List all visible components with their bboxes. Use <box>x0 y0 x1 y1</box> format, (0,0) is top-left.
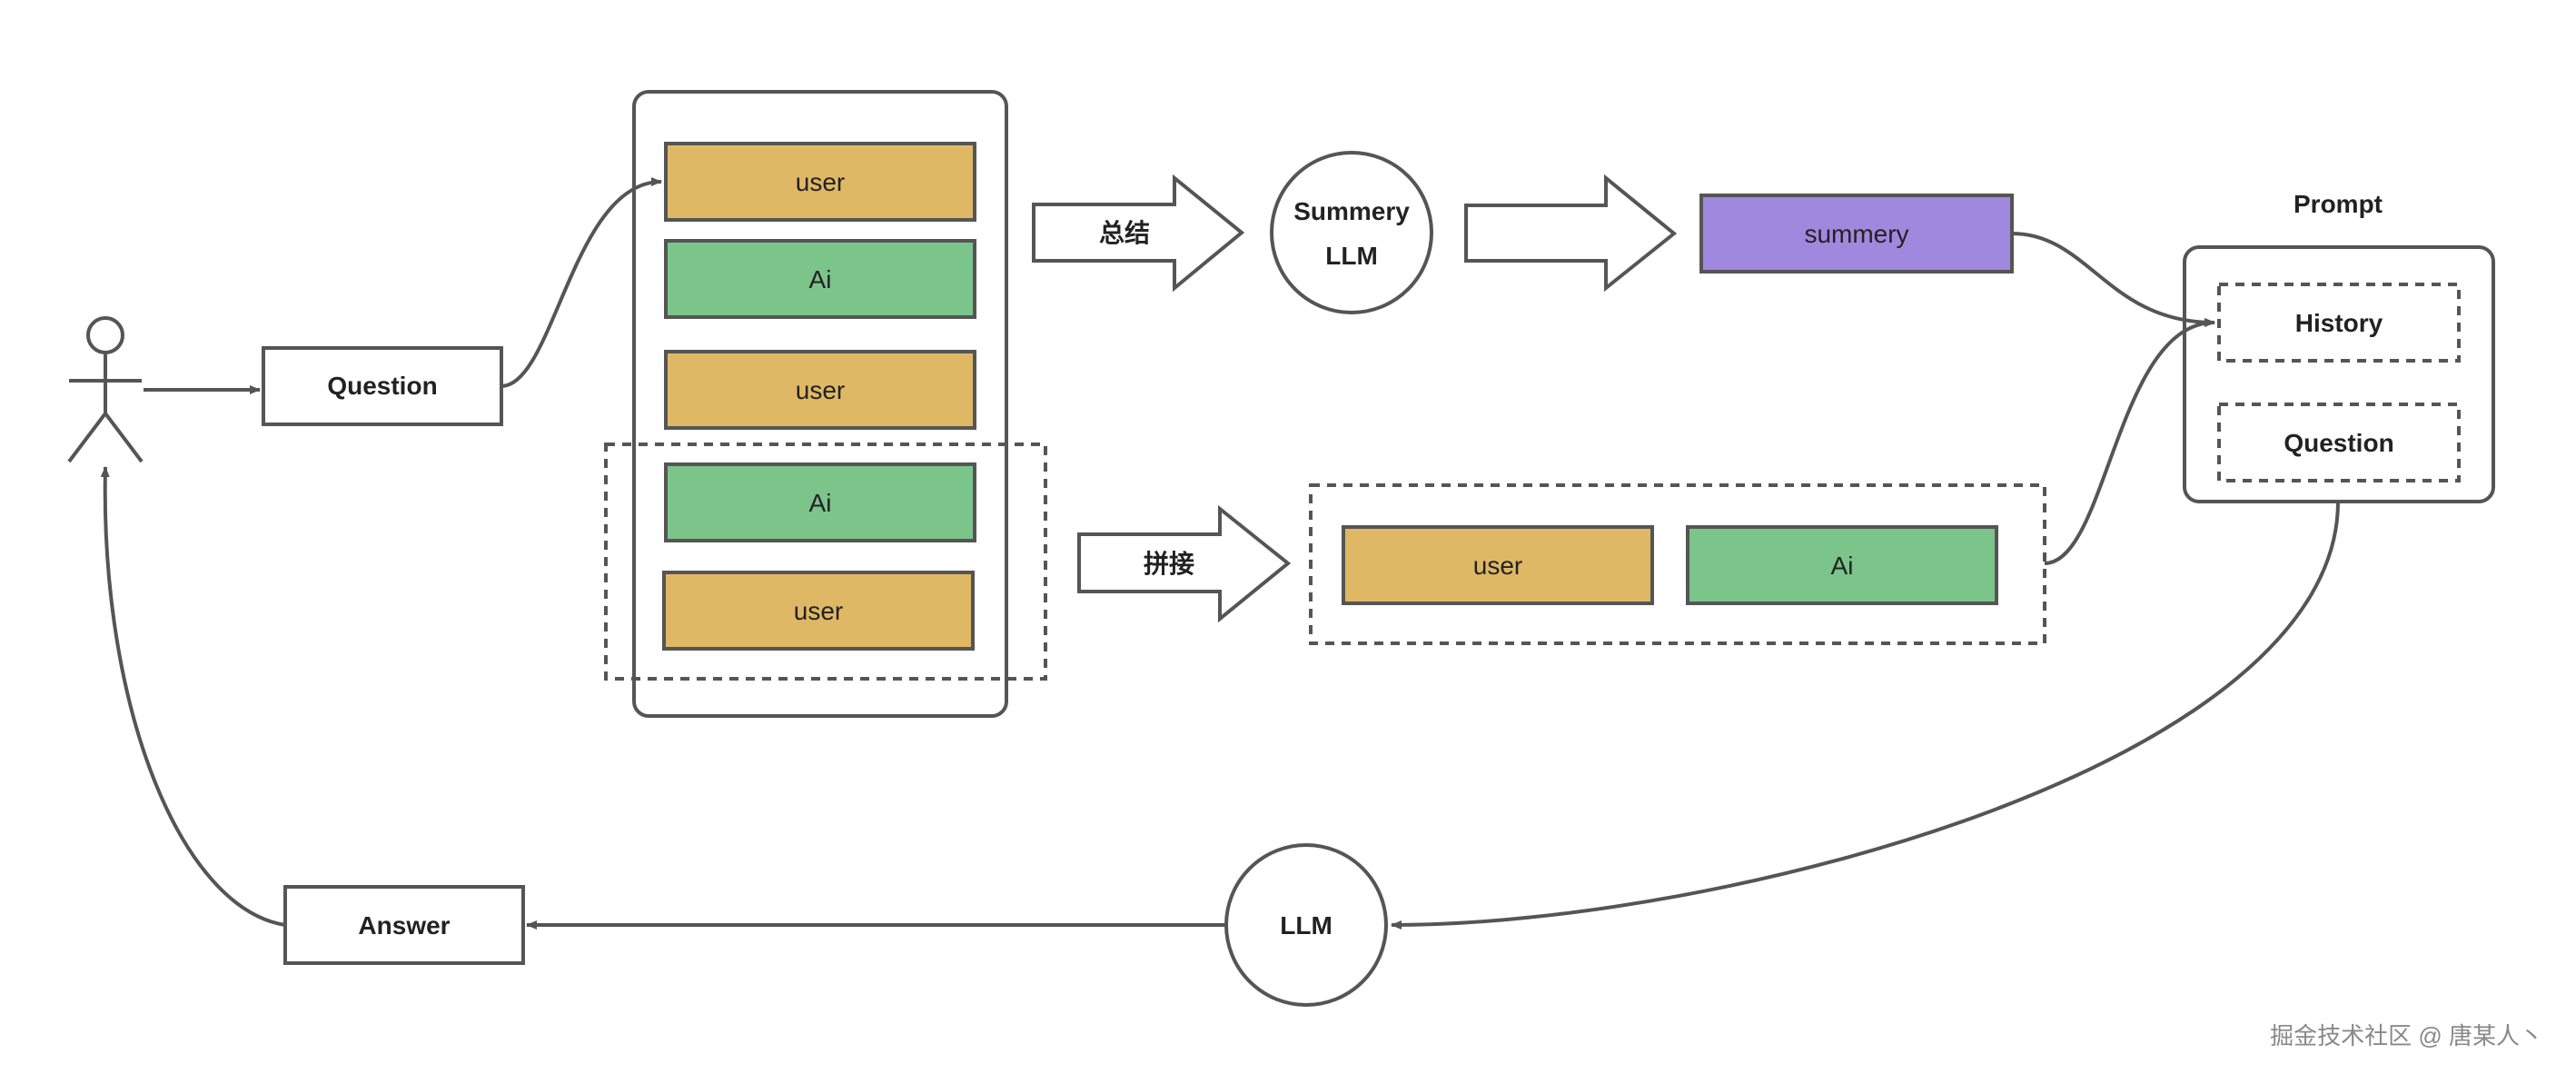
history-message-3: user <box>664 350 976 430</box>
question-to-history-arrow <box>500 177 662 388</box>
prompt-question-label: Question <box>2284 429 2393 457</box>
summarize-arrow-label: 总结 <box>1099 219 1150 247</box>
history-message-5-label: user <box>794 597 843 625</box>
chat-history-container <box>632 90 1008 718</box>
recent-message-2: Ai <box>1686 525 1998 605</box>
summary-llm-label-line1: Summery <box>1293 197 1410 225</box>
recent-messages-box <box>1309 483 2046 645</box>
summary-output-arrow <box>1464 174 1678 293</box>
llm-node: LLM <box>1224 843 1388 1007</box>
question-node: Question <box>262 346 503 426</box>
history-message-2: Ai <box>664 239 976 319</box>
recent-message-2-label: Ai <box>1831 552 1854 580</box>
prompt-title: Prompt <box>2294 190 2383 218</box>
concat-arrow-label: 拼接 <box>1144 550 1194 578</box>
prompt-history-label: History <box>2295 309 2383 337</box>
prompt-history-slot: History <box>2217 283 2461 363</box>
history-message-4: Ai <box>664 462 976 542</box>
stick-figure-user-icon <box>67 316 144 463</box>
answer-to-user-arrow <box>100 466 286 927</box>
recent-window-box <box>604 443 1047 681</box>
recent-to-history-arrow <box>2044 318 2215 565</box>
recent-message-1-label: user <box>1473 552 1522 580</box>
question-label: Question <box>327 372 437 400</box>
summary-block-label: summery <box>1804 220 1908 248</box>
summarize-arrow: 总结 <box>1032 174 1245 293</box>
answer-label: Answer <box>358 911 450 940</box>
recent-message-1: user <box>1342 525 1654 605</box>
prompt-to-llm-arrow <box>1391 501 2340 930</box>
history-message-2-label: Ai <box>809 265 832 293</box>
prompt-question-slot: Question <box>2217 403 2461 482</box>
history-message-5: user <box>662 571 975 651</box>
watermark: 掘金技术社区 @ 唐某人丶 <box>2270 1022 2543 1049</box>
history-message-3-label: user <box>796 376 845 404</box>
summary-block: summery <box>1699 194 2014 273</box>
history-message-1-label: user <box>796 168 845 196</box>
history-message-4-label: Ai <box>809 489 832 517</box>
concat-arrow: 拼接 <box>1077 504 1292 623</box>
history-message-1: user <box>664 142 976 222</box>
summary-to-history-arrow <box>2011 232 2215 327</box>
answer-node: Answer <box>283 885 525 965</box>
summary-llm-label-line2: LLM <box>1325 242 1378 270</box>
summary-llm-node: Summery LLM <box>1270 151 1433 314</box>
llm-label: LLM <box>1280 911 1333 940</box>
